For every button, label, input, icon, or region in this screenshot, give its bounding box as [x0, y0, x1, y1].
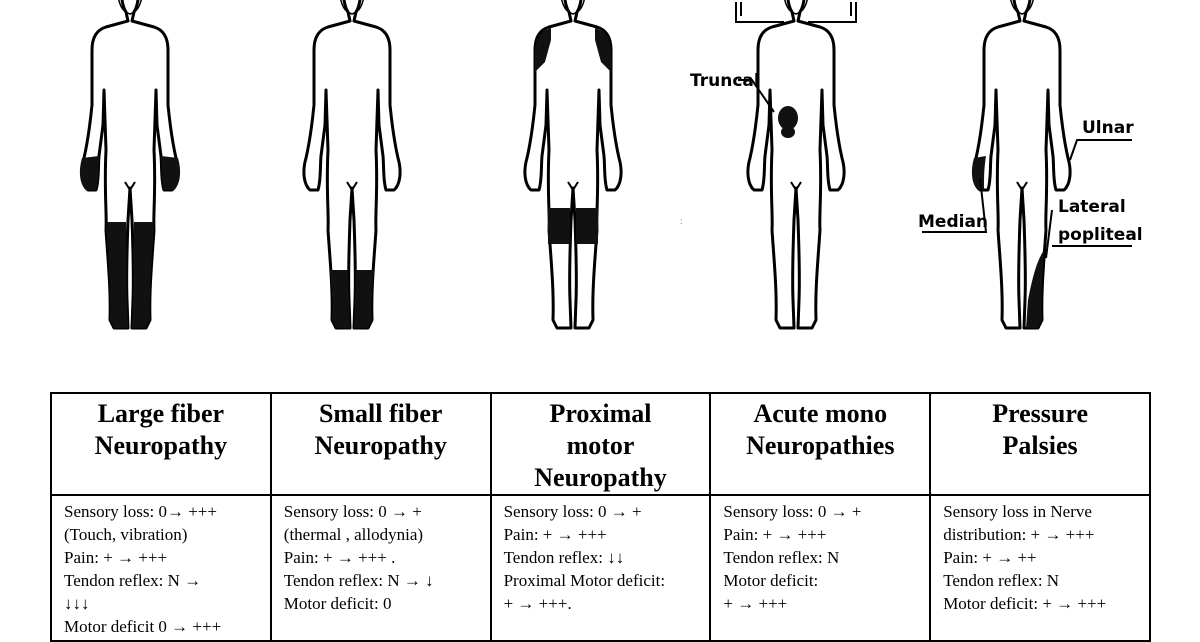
cell-line: Sensory loss: 0→ +++	[64, 500, 260, 523]
header-line: Neuropathy	[498, 462, 704, 494]
body-figures-illustration: Truncal Ulnar Median Lateral popliteal :	[0, 0, 1200, 370]
figure-large-fiber	[80, 0, 180, 328]
cell-line: Sensory loss: 0 → +	[284, 500, 480, 523]
table-row: Sensory loss: 0→ +++ (Touch, vibration) …	[51, 495, 1150, 641]
shaded-hand-median	[972, 156, 986, 190]
cell-line: (thermal , allodynia)	[284, 523, 480, 546]
header-line: Acute mono	[717, 398, 923, 430]
shaded-foot-left	[330, 270, 350, 328]
shaded-hand-right	[161, 156, 180, 190]
label-median: Median	[918, 212, 988, 232]
cell-line: Motor deficit:	[723, 569, 919, 592]
header-line: Neuropathy	[278, 430, 484, 462]
cell-line: Tendon reflex: N →	[64, 569, 260, 592]
cell-line: + → +++.	[504, 592, 700, 615]
shaded-hand-left	[80, 156, 99, 190]
pointer-ulnar	[1070, 140, 1132, 160]
shaded-foot-right	[354, 270, 374, 328]
cell-proximal-motor: Sensory loss: 0 → + Pain: + → +++ Tendon…	[491, 495, 711, 641]
cell-line: + → +++	[723, 592, 919, 615]
cell-line: Pain: + → +++	[64, 546, 260, 569]
cell-line: Sensory loss: 0 → +	[723, 500, 919, 523]
cell-line: Tendon reflex: N	[943, 569, 1139, 592]
figure-pressure-palsies	[922, 0, 1132, 328]
cell-line: Pain: + → ++	[943, 546, 1139, 569]
header-line: Proximal	[498, 398, 704, 430]
cell-line: distribution: + → +++	[943, 523, 1139, 546]
header-line: Neuropathy	[58, 430, 264, 462]
label-ulnar: Ulnar	[1082, 118, 1134, 138]
cell-pressure-palsies: Sensory loss in Nerve distribution: + → …	[930, 495, 1150, 641]
cell-line: Motor deficit: + → +++	[943, 592, 1139, 615]
cell-small-fiber: Sensory loss: 0 → + (thermal , allodynia…	[271, 495, 491, 641]
shaded-thigh-right	[576, 208, 598, 244]
figure-proximal-motor	[525, 0, 621, 328]
cell-line: Pain: + → +++	[723, 523, 919, 546]
cell-line: Tendon reflex: ↓↓	[504, 546, 700, 569]
label-truncal: Truncal	[690, 71, 760, 91]
cell-line: Motor deficit 0 → +++	[64, 615, 260, 638]
cell-acute-mono: Sensory loss: 0 → + Pain: + → +++ Tendon…	[710, 495, 930, 641]
cell-line: Sensory loss: 0 → +	[504, 500, 700, 523]
cell-line: Sensory loss in Nerve	[943, 500, 1139, 523]
cell-line: Tendon reflex: N → ↓	[284, 569, 480, 592]
cell-line: ↓↓↓	[64, 592, 260, 615]
header-line: Palsies	[937, 430, 1143, 462]
cell-line: Motor deficit: 0	[284, 592, 480, 615]
label-lateral: Lateral	[1058, 197, 1126, 217]
figure-small-fiber	[304, 0, 400, 328]
shaded-thigh-left	[548, 208, 570, 244]
cell-line: Pain: + → +++	[504, 523, 700, 546]
speck: :	[680, 216, 683, 227]
cell-line: Pain: + → +++ .	[284, 546, 480, 569]
header-line: Neuropathies	[717, 430, 923, 462]
cell-large-fiber: Sensory loss: 0→ +++ (Touch, vibration) …	[51, 495, 271, 641]
cell-line: Proximal Motor deficit:	[504, 569, 700, 592]
header-line: Large fiber	[58, 398, 264, 430]
header-line: Small fiber	[278, 398, 484, 430]
figure-acute-mono	[736, 0, 856, 328]
header-line: motor	[498, 430, 704, 462]
truncal-mark-lower	[781, 126, 795, 138]
label-popliteal: popliteal	[1058, 225, 1143, 245]
cell-line: Tendon reflex: N	[723, 546, 919, 569]
cell-line: (Touch, vibration)	[64, 523, 260, 546]
header-line: Pressure	[937, 398, 1143, 430]
